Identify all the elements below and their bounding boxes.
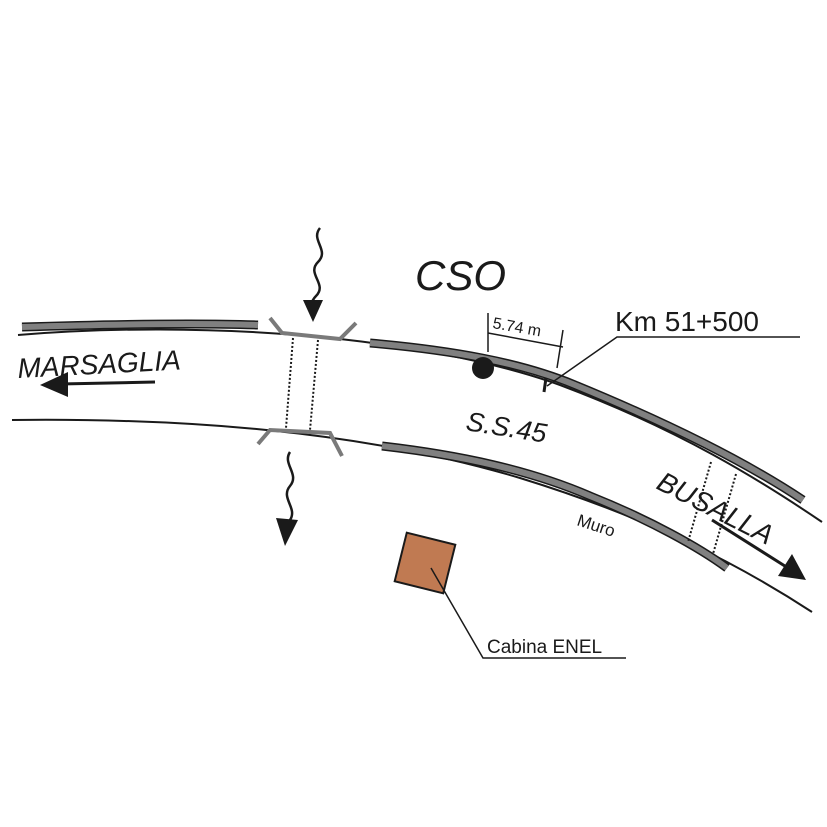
arrow-west — [40, 372, 156, 397]
km-tick — [542, 377, 548, 393]
culvert-east — [687, 461, 737, 555]
road-label: S.S.45 — [464, 406, 550, 448]
road-north-edge — [17, 328, 823, 523]
west-label: MARSAGLIA — [17, 344, 182, 384]
road-south-edge — [11, 418, 813, 613]
cabina-enel-box — [393, 531, 457, 595]
flow-arrow-north — [303, 227, 324, 322]
station-point — [472, 357, 494, 379]
km-label: Km 51+500 — [615, 306, 759, 337]
arrow-east — [711, 518, 806, 580]
culvert-west — [256, 316, 358, 457]
wall-label: Muro — [575, 511, 618, 541]
site-label: CSO — [415, 252, 506, 299]
cabina-leader — [430, 567, 626, 659]
distance-label: 5.74 m — [491, 315, 542, 340]
flow-arrow-south — [276, 451, 298, 546]
dimension-marker — [487, 313, 564, 369]
wall-north-east — [369, 338, 806, 504]
building-label: Cabina ENEL — [487, 637, 602, 658]
km-leader — [546, 336, 800, 387]
